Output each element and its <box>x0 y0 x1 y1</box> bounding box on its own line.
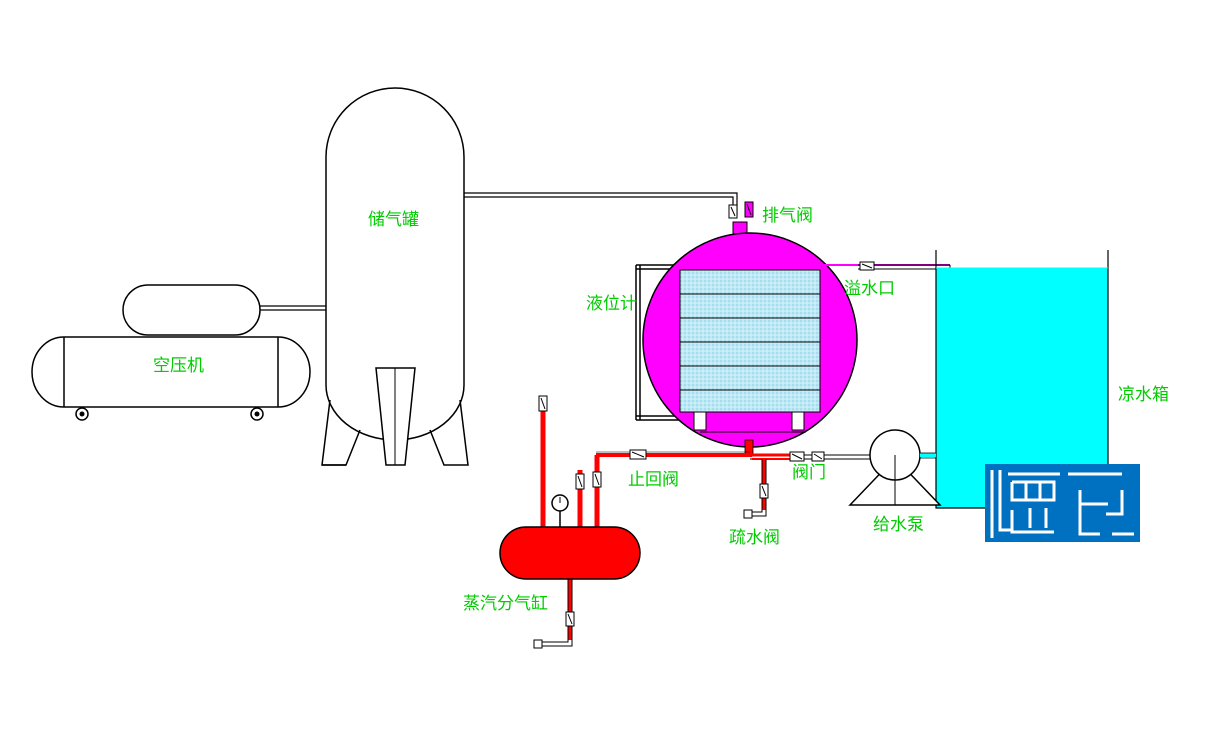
gas-storage-tank-label: 储气罐 <box>368 210 419 230</box>
header-valves-icon[interactable] <box>538 395 602 490</box>
feed-pump <box>848 429 942 506</box>
valve-label: 阀门 <box>792 463 826 483</box>
header-drain-valve-icon[interactable] <box>533 611 575 649</box>
pressure-vessel <box>642 221 858 457</box>
water-pipe-tank-pump <box>920 452 936 459</box>
exhaust-valve-icon[interactable] <box>728 201 754 219</box>
feed-pump-label: 给水泵 <box>873 515 924 535</box>
drain-valve-icon[interactable] <box>743 483 769 519</box>
gas-storage-tank <box>321 87 469 466</box>
overflow-port-label: 溢水口 <box>844 279 895 299</box>
air-compressor <box>31 284 311 421</box>
air-pipe-compressor <box>260 305 326 311</box>
exhaust-valve-label: 排气阀 <box>762 206 813 226</box>
check-valve-label: 止回阀 <box>628 470 679 490</box>
steam-header-label: 蒸汽分气缸 <box>463 594 548 614</box>
air-compressor-label: 空压机 <box>153 356 204 376</box>
cool-water-tank-label: 凉水箱 <box>1118 385 1169 405</box>
company-logo <box>985 464 1140 542</box>
drain-valve-label: 疏水阀 <box>729 528 780 548</box>
pressure-gauge-icon <box>551 494 569 530</box>
level-gauge-label: 液位计 <box>586 294 637 314</box>
water-pipe-pump-vessel <box>750 453 870 460</box>
check-valve-icon[interactable] <box>629 449 647 460</box>
steam-header <box>499 526 641 580</box>
air-pipe-to-vessel <box>464 192 738 215</box>
valve-icon[interactable] <box>789 451 825 462</box>
